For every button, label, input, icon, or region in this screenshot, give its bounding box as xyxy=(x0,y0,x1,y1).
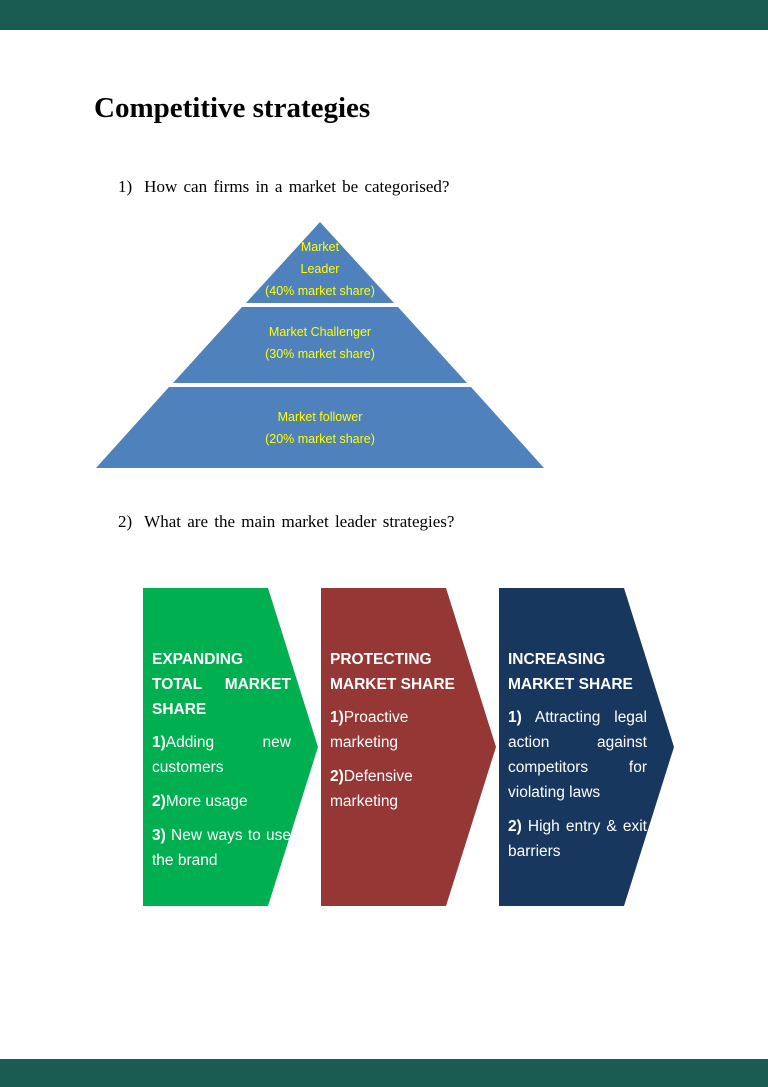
strategy-expanding-total-market-share: EXPANDING TOTAL MARKET SHARE 1)Adding ne… xyxy=(143,588,318,906)
strategy-1-text: EXPANDING TOTAL MARKET SHARE 1)Adding ne… xyxy=(143,588,318,906)
question-2-text: What are the main market leader strategi… xyxy=(144,512,455,531)
question-1-number: 1) xyxy=(118,177,133,196)
strategy-3-heading: INCREASING MARKET SHARE xyxy=(508,651,633,693)
strategy-2-item-2: 2)Defensive marketing xyxy=(330,768,413,810)
page-title: Competitive strategies xyxy=(94,92,371,124)
strategy-1-item-2: 2)More usage xyxy=(152,793,248,810)
strategy-3-item-1: 1) Attracting legal action against compe… xyxy=(508,709,647,801)
strategy-1-item-3: 3) New ways to use the brand xyxy=(152,827,291,869)
question-1: 1) How can firms in a market be categori… xyxy=(118,177,449,197)
question-1-text: How can firms in a market be categorised… xyxy=(144,177,450,196)
market-pyramid-diagram: Market Leader (40% market share) Market … xyxy=(96,222,544,468)
question-2: 2) What are the main market leader strat… xyxy=(118,512,454,532)
strategy-increasing-market-share: INCREASING MARKET SHARE 1) Attracting le… xyxy=(499,588,674,906)
strategy-2-item-1: 1)Proactive marketing xyxy=(330,709,409,751)
pyramid-level-3-label: Market follower (20% market share) xyxy=(96,406,544,450)
pyramid-level-3-shape xyxy=(96,387,544,468)
strategy-1-item-1: 1)Adding new customers xyxy=(152,734,291,776)
pyramid-level-2-line-1: Market Challenger xyxy=(268,325,372,339)
strategy-3-text: INCREASING MARKET SHARE 1) Attracting le… xyxy=(499,588,674,906)
bottom-border-bar xyxy=(0,1059,768,1087)
strategy-3-item-2: 2) High entry & exit barriers xyxy=(508,818,647,860)
top-border-bar xyxy=(0,0,768,30)
pyramid-level-2-label: Market Challenger (30% market share) xyxy=(96,321,544,365)
strategy-2-heading: PROTECTING MARKET SHARE xyxy=(330,651,455,693)
strategy-protecting-market-share: PROTECTING MARKET SHARE 1)Proactive mark… xyxy=(321,588,496,906)
pyramid-level-3-line-2: (20% market share) xyxy=(265,432,375,446)
pyramid-level-1-line-3: (40% market share) xyxy=(265,284,375,298)
strategy-2-text: PROTECTING MARKET SHARE 1)Proactive mark… xyxy=(321,588,496,906)
strategy-1-heading: EXPANDING TOTAL MARKET SHARE xyxy=(152,651,291,718)
question-2-number: 2) xyxy=(118,512,133,531)
pyramid-level-3-line-1: Market follower xyxy=(277,410,363,424)
pyramid-level-1-line-1: Market xyxy=(300,240,340,254)
pyramid-level-1-label: Market Leader (40% market share) xyxy=(96,236,544,302)
pyramid-level-2-line-2: (30% market share) xyxy=(265,347,375,361)
pyramid-level-1-line-2: Leader xyxy=(300,262,340,276)
